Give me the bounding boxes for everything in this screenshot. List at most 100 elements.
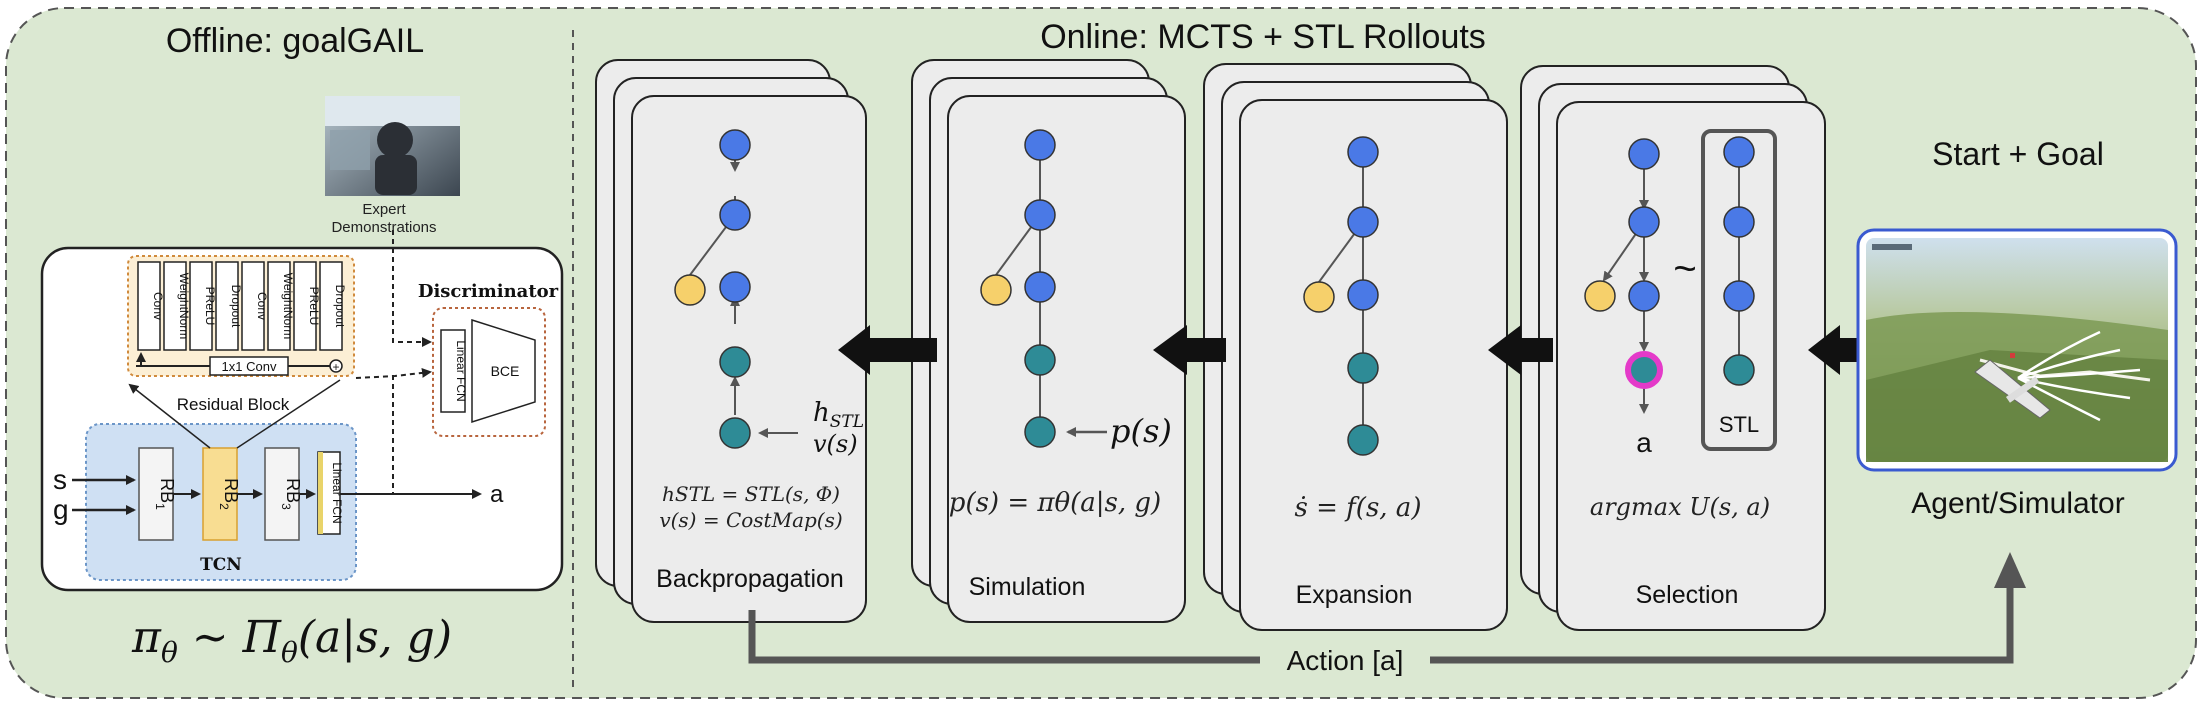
online-title: Online: MCTS + STL Rollouts <box>1040 18 1486 56</box>
node <box>1628 206 1660 238</box>
residual-layer-label: PReLU <box>203 287 217 326</box>
backprop-vs: v(s) <box>813 430 858 458</box>
residual-layer-box <box>267 261 291 351</box>
residual-sum <box>329 359 343 373</box>
start-goal-label: Start + Goal <box>1932 136 2104 172</box>
node <box>1024 271 1056 303</box>
conv1x1-box <box>209 356 289 376</box>
node <box>719 271 751 303</box>
residual-layer-label: Dropout <box>229 285 243 328</box>
rb2-box <box>202 447 238 541</box>
action-label: Action [a] <box>1287 645 1404 676</box>
node <box>1347 352 1379 384</box>
residual-layer-box <box>163 261 187 351</box>
node <box>1024 129 1056 161</box>
node <box>719 199 751 231</box>
node <box>719 417 751 449</box>
node <box>1347 279 1379 311</box>
simulator-view <box>1866 238 2168 462</box>
selection-tilde: ~ <box>1673 247 1696 291</box>
node <box>1024 416 1056 448</box>
selection-label: Selection <box>1636 581 1739 609</box>
tcn-fcn-label: Linear FCN <box>330 462 344 523</box>
simulation-tree <box>980 129 1107 448</box>
selection-tree <box>1584 138 1663 414</box>
residual-layers: Conv WeightNorm PReLU Dropout Conv WeightNorm… <box>137 261 347 351</box>
selected-node <box>1625 351 1663 389</box>
tcn-input-s: s <box>53 464 67 495</box>
offline-title: Offline: goalGAIL <box>166 22 424 60</box>
expansion-eq: ṡ = f(s, a) <box>1295 493 1422 523</box>
tcn-output-a: a <box>490 481 504 508</box>
flow-arrow <box>1808 325 1870 375</box>
agent-label: Agent/Simulator <box>1911 487 2124 520</box>
panel-front-card <box>1556 101 1826 631</box>
residual-layer-label: Conv <box>255 292 269 320</box>
stl-box <box>1701 129 1777 451</box>
backprop-eq2: v(s) = CostMap(s) <box>659 508 842 532</box>
node <box>980 274 1012 306</box>
flow-arrow <box>838 325 937 375</box>
backprop-label: Backpropagation <box>656 565 844 593</box>
expert-photo <box>325 96 460 196</box>
conv1x1-label: 1x1 Conv <box>222 359 277 374</box>
backprop-eq1: hSTL = STL(s, Φ) <box>662 482 840 506</box>
node <box>1628 280 1660 312</box>
mcts-panel-stacks <box>595 59 1826 631</box>
backprop-hstl: hSTL <box>813 398 864 432</box>
expert-label-line1: Expert <box>362 201 406 218</box>
node <box>674 274 706 306</box>
residual-layer-box <box>189 261 213 351</box>
expert-label-line2: Demonstrations <box>331 219 436 236</box>
discriminator-title: Discriminator <box>418 281 559 302</box>
rb3-label: RB3 <box>279 478 303 510</box>
tcn-title: TCN <box>200 555 242 575</box>
expansion-tree <box>1303 136 1379 456</box>
rb3-box <box>264 447 300 541</box>
node <box>1347 424 1379 456</box>
expansion-label: Expansion <box>1296 581 1413 609</box>
node <box>1584 280 1616 312</box>
node <box>719 129 751 161</box>
node <box>1723 206 1755 238</box>
node <box>1723 280 1755 312</box>
simulation-ps: p(s) <box>1110 412 1172 450</box>
residual-layer-box <box>137 261 161 351</box>
flow-arrow <box>1488 325 1553 375</box>
stl-tree <box>1723 136 1755 386</box>
panel-front-card <box>947 95 1186 623</box>
residual-layer-box <box>215 261 239 351</box>
residual-layer-label: PReLU <box>307 287 321 326</box>
rb1-label: RB1 <box>153 478 177 510</box>
selection-action: a <box>1636 427 1652 458</box>
residual-layer-label: Conv <box>151 292 165 320</box>
flow-arrow <box>1153 325 1226 375</box>
discriminator-trapezoid <box>471 318 536 424</box>
rb2-label: RB2 <box>217 478 241 510</box>
residual-block-title: Residual Block <box>177 395 290 414</box>
node <box>1628 138 1660 170</box>
node <box>1347 206 1379 238</box>
node <box>1024 199 1056 231</box>
residual-layer-box <box>319 261 343 351</box>
residual-layer-label: WeightNorm <box>177 273 191 339</box>
node <box>719 346 751 378</box>
stl-label: STL <box>1719 412 1759 437</box>
discriminator-fcn <box>440 329 466 413</box>
simulation-eq: p(s) = πθ(a|s, g) <box>949 488 1161 518</box>
policy-equation: πθ ~ Πθ(a|s, g) <box>131 612 452 669</box>
residual-layer-box <box>241 261 265 351</box>
node <box>1347 136 1379 168</box>
node <box>1024 344 1056 376</box>
discriminator-bce: BCE <box>491 363 520 379</box>
node <box>1303 281 1335 313</box>
tcn-input-g: g <box>53 494 69 525</box>
node <box>1723 354 1755 386</box>
residual-layer-box <box>293 261 317 351</box>
residual-layer-label: Dropout <box>333 285 347 328</box>
backprop-tree <box>674 129 798 449</box>
selection-eq: argmax U(s, a) <box>1590 493 1770 521</box>
residual-layer-label: WeightNorm <box>281 273 295 339</box>
node <box>1723 136 1755 168</box>
